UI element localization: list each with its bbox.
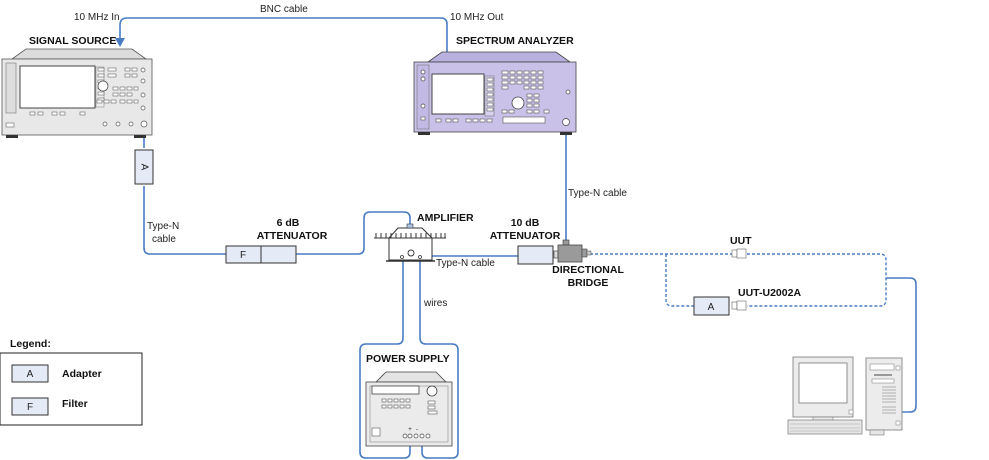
label-bnc-cable: BNC cable: [260, 4, 308, 15]
filter[interactable]: F: [225, 245, 262, 264]
label-10mhz-out: 10 MHz Out: [450, 12, 504, 23]
uut-u2002a-connector[interactable]: [731, 300, 747, 311]
usb-cable-pc: [886, 277, 917, 413]
power-supply[interactable]: + -: [365, 371, 453, 447]
label-type-n-left-2: cable: [152, 234, 176, 245]
label-uut-u2002a: UUT-U2002A: [738, 287, 801, 299]
uut-dashed-loop: [590, 253, 887, 307]
bnc-cable: [115, 17, 448, 52]
adapter-uut-letter: A: [708, 302, 715, 313]
legend-symbol-filter: F: [27, 402, 33, 413]
label-spectrum-analyzer: SPECTRUM ANALYZER: [456, 35, 574, 47]
label-bridge-1: DIRECTIONAL: [552, 264, 624, 276]
legend: [0, 352, 143, 426]
uut-connector[interactable]: [731, 248, 747, 259]
legend-label-filter: Filter: [62, 398, 88, 410]
computer[interactable]: [787, 356, 903, 436]
label-wires: wires: [423, 298, 447, 309]
label-signal-source: SIGNAL SOURCE: [29, 35, 116, 47]
label-10db-1: 10 dB: [511, 217, 540, 229]
label-type-n-left-1: Type-N: [147, 221, 179, 232]
label-uut: UUT: [730, 235, 752, 247]
label-6db-2: ATTENUATOR: [257, 230, 328, 242]
label-10db-2: ATTENUATOR: [490, 230, 561, 242]
svg-text:+: +: [408, 427, 412, 433]
adapter-uut[interactable]: A: [693, 296, 730, 316]
label-amplifier: AMPLIFIER: [417, 212, 474, 224]
label-type-n-analyzer: Type-N cable: [568, 188, 627, 199]
attenuator-6db[interactable]: [260, 245, 297, 264]
legend-symbol-adapter: A: [27, 369, 34, 380]
cable-attenuator-to-amp: [296, 211, 411, 255]
adapter-letter: A: [138, 164, 149, 171]
legend-title: Legend:: [10, 338, 51, 350]
label-type-n-amp: Type-N cable: [436, 258, 495, 269]
label-6db-1: 6 dB: [277, 217, 300, 229]
label-power-supply: POWER SUPPLY: [366, 353, 450, 365]
amplifier[interactable]: [374, 223, 446, 262]
signal-source[interactable]: [1, 48, 153, 138]
filter-letter: F: [240, 250, 246, 261]
label-10mhz-in: 10 MHz In: [74, 12, 120, 23]
directional-bridge[interactable]: [557, 239, 592, 263]
spectrum-analyzer[interactable]: [413, 51, 577, 135]
legend-label-adapter: Adapter: [62, 368, 102, 380]
adapter-source[interactable]: A: [134, 149, 154, 185]
attenuator-10db[interactable]: [517, 245, 559, 265]
svg-text:-: -: [416, 427, 418, 433]
label-bridge-2: BRIDGE: [568, 277, 609, 289]
wires: [359, 260, 459, 459]
